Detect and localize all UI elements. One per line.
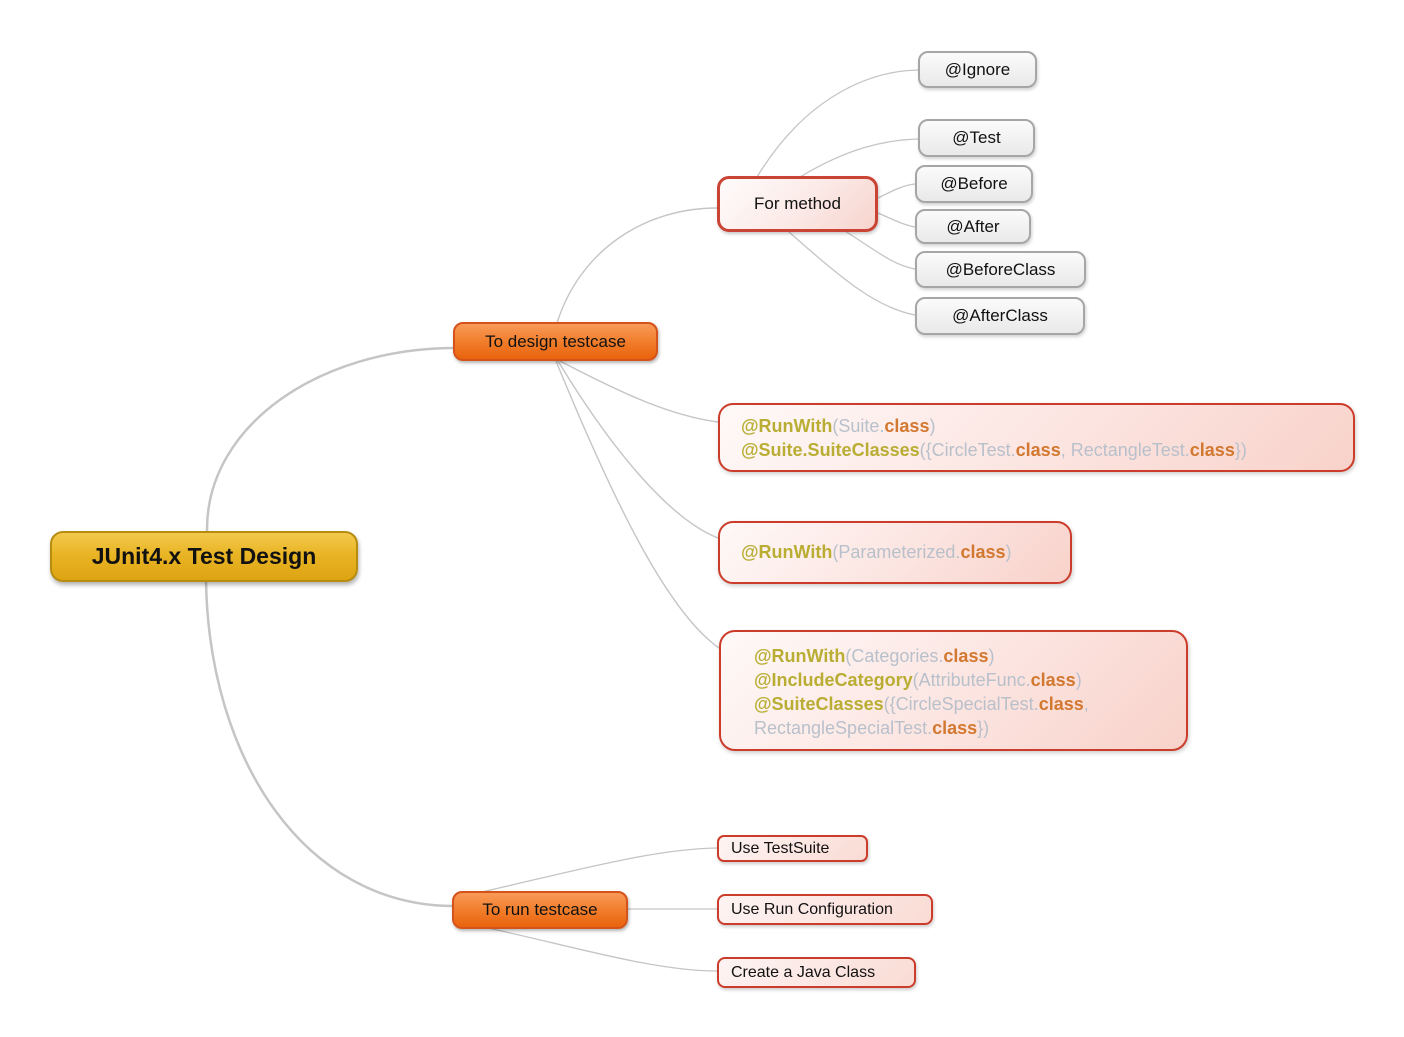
code-segment: @SuiteClasses — [754, 694, 884, 714]
leaf-node-use-run-configuration[interactable]: Use Run Configuration — [717, 894, 933, 925]
code-segment: , RectangleTest. — [1060, 440, 1190, 460]
code-line: @RunWith(Categories.class) — [754, 644, 1186, 668]
edge-formethod-to-before — [877, 183, 916, 199]
annotation-node-after[interactable]: @After — [915, 209, 1031, 244]
code-line: @SuiteClasses({CircleSpecialTest.class, — [754, 692, 1186, 716]
code-segment: class — [932, 718, 978, 738]
for-method-label: For method — [754, 194, 841, 213]
edge-formethod-to-afterclass — [787, 230, 916, 316]
code-segment: class — [1030, 670, 1076, 690]
code-segment: class — [943, 646, 989, 666]
annotation-node-afterclass[interactable]: @AfterClass — [915, 297, 1085, 335]
code-segment: }) — [1234, 440, 1247, 460]
code-segment: ({CircleSpecialTest. — [883, 694, 1039, 714]
use-run-configuration-label: Use Run Configuration — [731, 900, 893, 918]
code-segment: class — [884, 416, 930, 436]
branch-design-label: To design testcase — [485, 331, 626, 351]
code-node-runwith-categories[interactable]: @RunWith(Categories.class) @IncludeCateg… — [719, 630, 1188, 751]
annotation-before-label: @Before — [940, 174, 1008, 193]
use-testsuite-label: Use TestSuite — [731, 839, 830, 857]
leaf-node-create-java-class[interactable]: Create a Java Class — [717, 957, 916, 988]
edge-run-to-create-java-class — [454, 920, 718, 972]
edge-run-to-use-testsuite — [454, 847, 718, 899]
code-line: RectangleSpecialTest.class}) — [754, 716, 1186, 740]
code-line: @IncludeCategory(AttributeFunc.class) — [754, 668, 1186, 692]
leaf-node-use-testsuite[interactable]: Use TestSuite — [717, 835, 868, 862]
edge-formethod-to-after — [877, 212, 916, 228]
code-segment: class — [1189, 440, 1235, 460]
root-node[interactable]: JUnit4.x Test Design — [50, 531, 358, 582]
edge-formethod-to-ignore — [756, 69, 919, 178]
edge-formethod-to-test — [799, 138, 919, 178]
annotation-beforeclass-label: @BeforeClass — [945, 259, 1056, 279]
code-segment: @RunWith — [741, 416, 833, 436]
create-java-class-label: Create a Java Class — [731, 963, 876, 981]
code-segment: RectangleSpecialTest. — [754, 718, 933, 738]
code-segment: @RunWith — [741, 542, 833, 562]
code-segment: (AttributeFunc. — [912, 670, 1031, 690]
edge-design-to-parameterized-code — [557, 360, 719, 539]
code-segment: @RunWith — [754, 646, 846, 666]
code-segment: (Categories. — [845, 646, 944, 666]
branch-node-to-design-testcase[interactable]: To design testcase — [453, 322, 658, 361]
edge-design-to-suite-code — [559, 360, 719, 423]
code-line: @Suite.SuiteClasses({CircleTest.class, R… — [741, 438, 1353, 462]
edge-root-to-design — [205, 346, 456, 532]
code-segment: }) — [977, 718, 990, 738]
code-segment: ) — [929, 416, 936, 436]
edge-design-to-for-method — [556, 207, 718, 324]
branch-node-to-run-testcase[interactable]: To run testcase — [452, 891, 628, 929]
annotation-test-label: @Test — [952, 128, 1001, 147]
annotation-ignore-label: @Ignore — [944, 59, 1011, 79]
code-segment: class — [1038, 694, 1084, 714]
code-line: @RunWith(Suite.class) — [741, 414, 1353, 438]
annotation-node-test[interactable]: @Test — [918, 119, 1035, 157]
annotation-node-beforeclass[interactable]: @BeforeClass — [915, 251, 1086, 288]
code-segment: ({CircleTest. — [919, 440, 1016, 460]
annotation-node-ignore[interactable]: @Ignore — [918, 51, 1037, 88]
code-segment: class — [960, 542, 1006, 562]
code-segment: (Suite. — [832, 416, 885, 436]
for-method-node[interactable]: For method — [717, 176, 878, 232]
edge-root-to-run — [204, 580, 453, 908]
annotation-after-label: @After — [946, 216, 1000, 236]
annotation-node-before[interactable]: @Before — [915, 165, 1033, 203]
code-segment: ) — [988, 646, 995, 666]
root-node-label: JUnit4.x Test Design — [91, 543, 317, 569]
code-node-runwith-parameterized[interactable]: @RunWith(Parameterized.class) — [718, 521, 1072, 584]
code-segment: @IncludeCategory — [754, 670, 913, 690]
code-segment: , — [1083, 694, 1089, 714]
branch-run-label: To run testcase — [482, 900, 598, 919]
code-segment: @Suite.SuiteClasses — [741, 440, 920, 460]
code-segment: (Parameterized. — [832, 542, 961, 562]
edge-formethod-to-beforeclass — [844, 230, 916, 270]
code-segment: ) — [1075, 670, 1082, 690]
code-segment: ) — [1005, 542, 1012, 562]
annotation-afterclass-label: @AfterClass — [952, 306, 1048, 325]
code-segment: class — [1015, 440, 1061, 460]
edge-design-to-categories-code — [555, 360, 720, 649]
code-line: @RunWith(Parameterized.class) — [741, 540, 1070, 564]
code-node-runwith-suite[interactable]: @RunWith(Suite.class) @Suite.SuiteClasse… — [718, 403, 1355, 472]
